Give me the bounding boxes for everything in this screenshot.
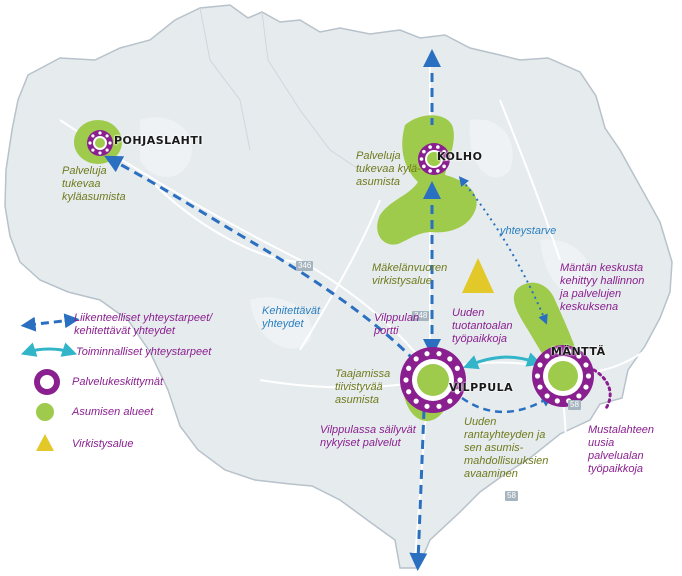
ring-dot [98,151,102,155]
annotation-yhteystarve: yhteystarve [500,225,557,237]
ring-dot [566,348,572,354]
annotation-taajamissa: Taajamissa tiivistyvää asumista [335,368,391,406]
transport-connections [104,49,441,571]
annotation-pohjaslahti-services: Palveluja tukevaa kyläasumista [62,165,126,203]
residential-area-kolho [377,115,477,245]
annotation-makelanvuori: Mäkelänvuoren virkistysalue [372,262,448,287]
road-number-badge: 348 [412,311,430,321]
lake [540,239,592,296]
legend-triangle-icon [36,434,54,451]
ring-dot [436,351,442,357]
ring-dot [436,145,440,149]
annotation-shoreline: Uuden rantayhteyden ja sen asumis- mahdo… [464,416,549,480]
place-name-vilppula: VILPPULA [449,381,514,394]
annotation-vilppula-gate: Vilppulan portti [374,312,420,337]
ring-dot [442,149,446,154]
ring-dot [447,356,453,362]
ring-dot [428,169,432,173]
ring-dot [422,164,426,169]
internal-border [199,7,251,151]
legend-green-dot-icon [36,403,54,421]
ring-dot [424,351,430,357]
ring-dot [406,389,412,395]
internal-border [261,11,361,171]
road-number-badge: 58 [505,491,518,501]
place-name-mantta: MÄNTTÄ [551,345,606,358]
ring-dot [544,393,550,399]
ring-dot [88,141,92,145]
ring-dot [98,131,102,135]
legend-item-transport: Liikenteelliset yhteystarpeet/ kehitettä… [74,312,213,337]
place-name-pohjaslahti: POHJASLAHTI [114,134,203,147]
road-number-badge: 346 [296,261,314,271]
ring-dot [91,134,95,138]
ring-dot [583,362,589,368]
ring-dot [105,134,109,138]
annotation-kehitettavat: Kehitettävät yhteydet [262,305,321,330]
ring-dot [403,377,409,383]
annotation-mustalahti: Mustalahteen uusia palvelualan työpaikko… [588,424,655,475]
ring-dot [554,398,560,404]
ring-dot [534,373,541,379]
connection-vilppula-pohjaslahti [104,155,427,373]
ring-dot [422,149,426,154]
service-ring-mustalahti [592,368,612,412]
legend-item-recreation: Virkistysalue [72,438,134,450]
ring-dot [424,403,430,409]
ring-dot [457,377,463,383]
legend-item-functional: Toiminnalliset yhteystarpeet [76,346,212,358]
place-name-kolho: KOLHO [437,150,483,163]
ring-dot [583,384,589,390]
connection-south [409,409,428,571]
ring-dot [419,157,424,161]
ring-dot [428,145,432,149]
ring-dot [537,384,543,390]
ring-dot [544,353,550,359]
ring-dot [442,164,446,169]
ring-dot [447,398,453,404]
legend-item-residential: Asumisen alueet [72,406,154,418]
ring-dot [413,398,419,404]
ring-dot [108,141,112,145]
ring-dot [537,362,543,368]
ring-dot [454,365,460,371]
annotation-new-production: Uuden tuotantoalan työpaikkoja [452,307,513,345]
ring-dot [576,353,582,359]
legend-double-arrow-icon [20,342,78,357]
ring-dot [444,157,449,161]
ring-dot [413,356,419,362]
legend-symbols [20,313,80,451]
ring-dot [585,373,592,379]
ring-dot [454,389,460,395]
annotation-mantta-center: Mäntän keskusta kehittyy hallinnon ja pa… [560,262,645,313]
legend-dashed-arrow-icon [20,313,80,332]
service-rings [87,130,612,413]
annotation-vilppula-services: Vilppulassa säilyvät nykyiset palvelut [320,424,416,449]
ring-dot [406,365,412,371]
functional-connection-vilppula-mantta [463,352,543,370]
lake [250,297,312,349]
ring-dot [91,148,95,152]
road-number-badge: 58 [568,400,581,410]
ring-dot [554,348,560,354]
ring-dot [576,393,582,399]
ring-dot [105,148,109,152]
ring-dot [436,403,442,409]
ring-dot [436,169,440,173]
lake [140,117,192,177]
legend-item-service: Palvelukeskittymät [72,376,164,388]
annotation-kolho-services: Palveluja tukevaa kylä- asumista [356,150,421,188]
lake [469,119,513,178]
